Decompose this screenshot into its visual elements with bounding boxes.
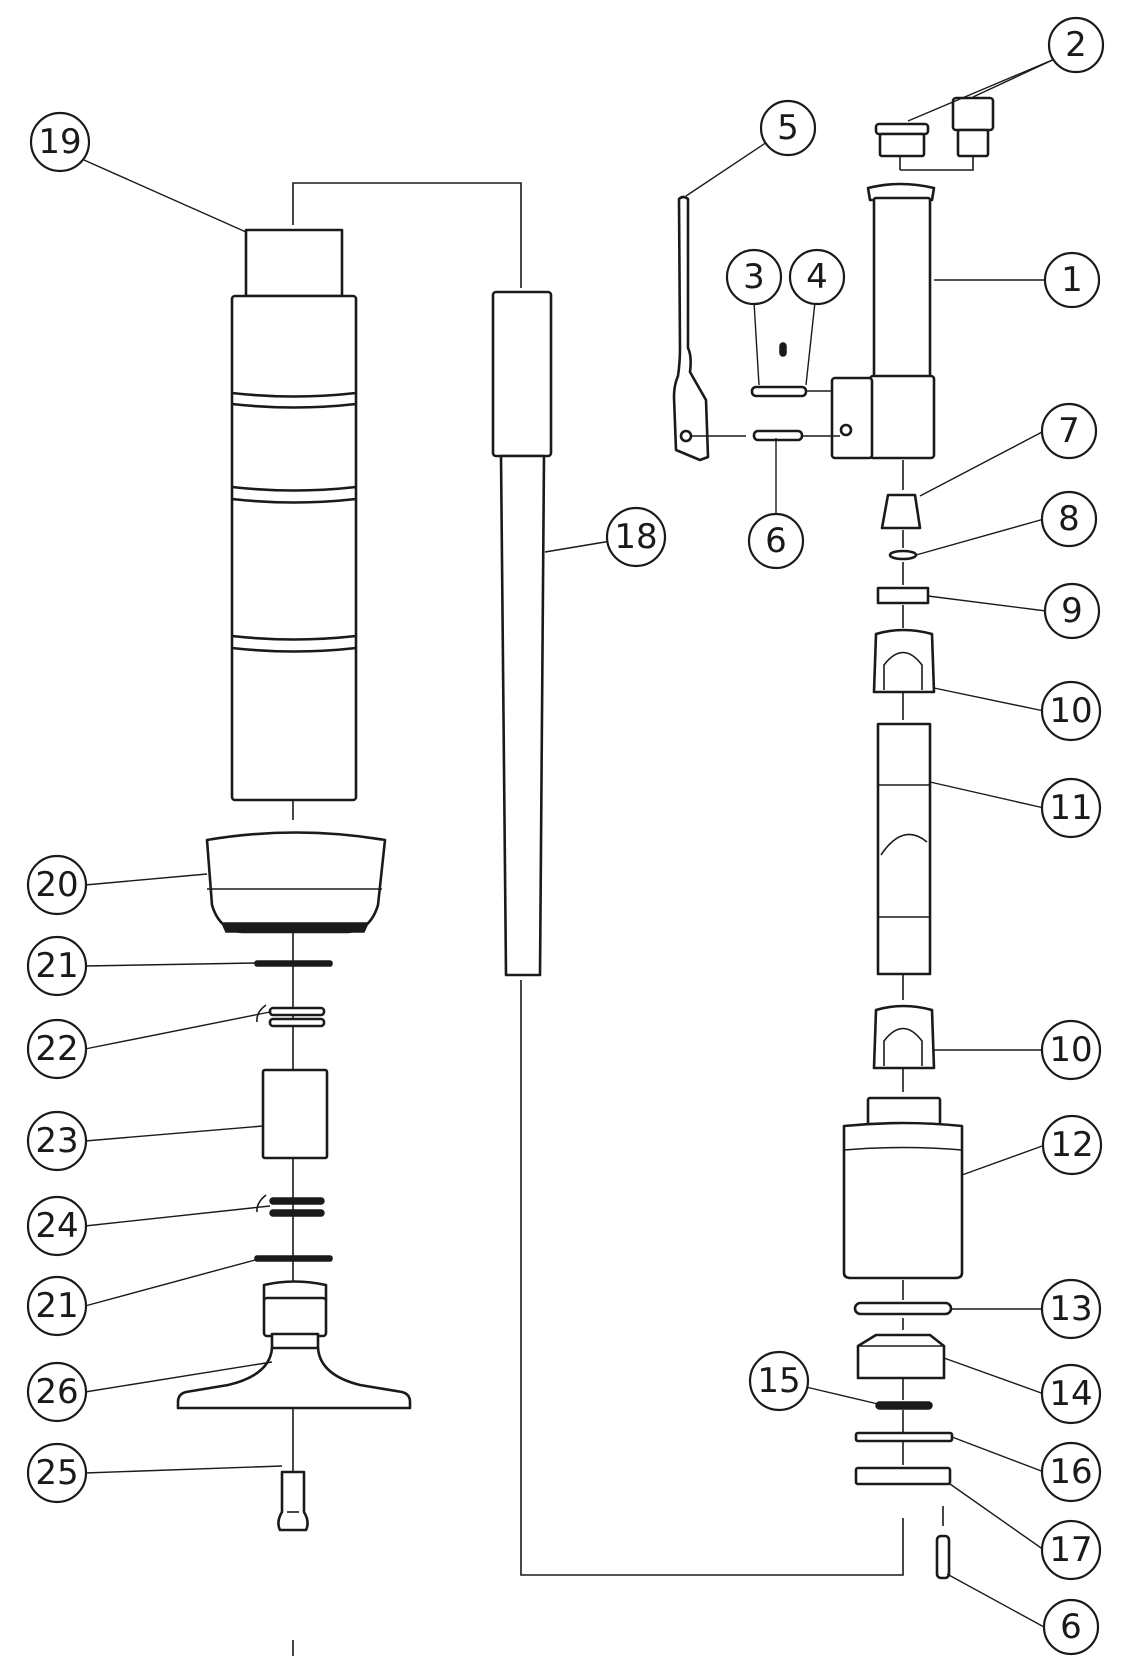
callout-14: 14 [1040,1363,1102,1425]
callout-label: 2 [1065,25,1087,65]
callout-label: 19 [38,122,81,162]
part-11-sleeve [876,722,932,976]
callout-2: 2 [1047,16,1105,74]
callout-label: 17 [1049,1530,1092,1570]
part-20-housing [205,831,387,934]
callout-24: 24 [26,1195,88,1257]
callout-1: 1 [1043,251,1101,309]
part-6-pin-upper [752,429,840,442]
callout-15: 15 [748,1350,810,1412]
callout-label: 13 [1049,1289,1092,1329]
callout-21-upper: 21 [26,935,88,997]
callout-label: 15 [757,1361,800,1401]
part-3-pin [750,385,832,398]
callout-25: 25 [26,1442,88,1504]
part-6-pin-lower [935,1506,951,1580]
part-23-bushing [261,1068,329,1160]
callout-label: 12 [1050,1125,1093,1165]
part-15-ring [875,1401,933,1410]
part-22-clip [256,1004,326,1028]
callout-label: 4 [806,257,828,297]
callout-10-upper: 10 [1040,680,1102,742]
callout-label: 5 [777,108,799,148]
part-8-oring [888,549,918,561]
callout-label: 3 [743,257,765,297]
callout-label: 7 [1058,411,1080,451]
callout-label: 23 [35,1121,78,1161]
callout-17: 17 [1040,1519,1102,1581]
callout-label: 18 [614,517,657,557]
callout-label: 10 [1049,691,1092,731]
callout-26: 26 [26,1361,88,1423]
callout-label: 9 [1061,591,1083,631]
callout-9: 9 [1043,582,1101,640]
callout-label: 6 [765,521,787,561]
part-7-plug [880,493,922,530]
callout-22: 22 [26,1018,88,1080]
part-19-cylinder-body [230,228,358,802]
callout-label: 1 [1061,260,1083,300]
part-2-fittings [874,96,995,171]
part-1-valve-body [830,182,936,460]
callout-label: 8 [1058,499,1080,539]
callout-19: 19 [29,111,91,173]
callout-4: 4 [788,248,846,306]
callout-label: 14 [1049,1374,1092,1414]
callout-label: 21 [35,1286,78,1326]
callout-5: 5 [759,99,817,157]
callout-label: 25 [35,1453,78,1493]
connector-line-bottom [520,980,904,1576]
leader-lines [83,57,1058,1628]
callout-label: 21 [35,946,78,986]
part-9-washer [876,586,930,605]
part-18-tube [491,290,553,977]
callout-11: 11 [1040,777,1102,839]
callout-20: 20 [26,854,88,916]
callout-label: 16 [1049,1452,1092,1492]
part-16-washer [854,1431,954,1443]
callout-12: 12 [1041,1114,1103,1176]
callout-23: 23 [26,1110,88,1172]
callout-18: 18 [605,506,667,568]
part-21-ring-upper [254,960,333,967]
part-13-oring [853,1301,953,1316]
part-10-nut-lower [872,1004,936,1070]
callout-6-upper: 6 [747,512,805,570]
callout-6-lower: 6 [1042,1598,1100,1656]
callout-10-lower: 10 [1040,1019,1102,1081]
callout-label: 22 [35,1029,78,1069]
part-26-base [176,1280,412,1410]
callout-16: 16 [1040,1441,1102,1503]
part-12-head [842,1096,964,1280]
callout-8: 8 [1040,490,1098,548]
callout-13: 13 [1040,1278,1102,1340]
part-21-ring-lower [254,1255,333,1262]
callout-label: 20 [35,865,78,905]
part-4-pin-small [779,342,787,357]
part-10-nut-upper [872,628,936,694]
part-25-screw [277,1470,309,1532]
callout-3: 3 [725,248,783,306]
callout-label: 26 [35,1372,78,1412]
part-24-clip [256,1194,325,1217]
callout-21-lower: 21 [26,1275,88,1337]
part-5-lever [672,195,746,462]
callout-label: 6 [1060,1607,1082,1647]
part-17-plate [854,1466,952,1486]
callout-label: 24 [35,1206,78,1246]
connector-line-top [292,182,522,288]
callout-7: 7 [1040,402,1098,460]
part-14-collar [856,1333,946,1380]
callout-label: 10 [1049,1030,1092,1070]
callout-label: 11 [1049,788,1092,828]
